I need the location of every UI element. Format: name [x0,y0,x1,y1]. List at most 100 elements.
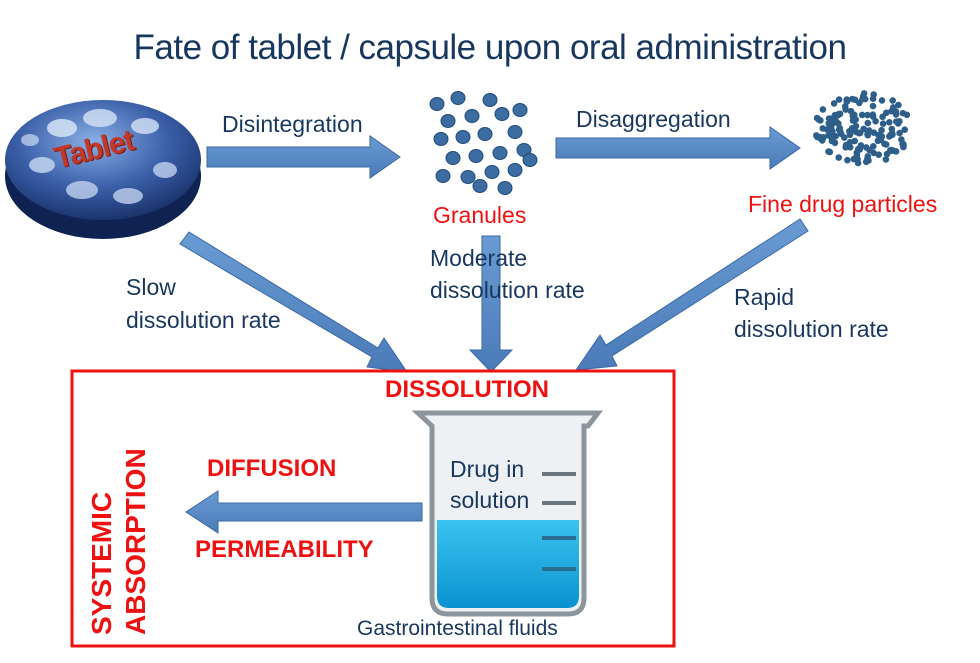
moderate-rate-label-line2: dissolution rate [430,277,585,303]
arrow-slow [179,231,409,373]
permeability-label: PERMEABILITY [195,536,374,563]
granule [472,179,488,193]
granule [450,91,466,105]
beaker-text-line2: solution [450,487,530,513]
fine-particle [872,117,879,125]
tablet-image [5,100,201,239]
fine-particles-label: Fine drug particles [748,191,938,217]
granules-image [429,91,538,195]
fine-particle [896,129,903,137]
systemic-absorption-line2: ABSORPTION [120,448,151,635]
fine-particle [854,159,862,167]
granule [445,151,461,165]
granule [482,93,498,107]
fine-particle [835,96,843,103]
fine-particle [864,111,871,119]
fine-particle [841,134,848,141]
slow-rate-label-line2: dissolution rate [126,307,281,333]
systemic-absorption-label: SYSTEMIC ABSORPTION [85,448,153,635]
beaker-image [411,410,604,617]
granule [433,132,449,146]
granule [507,163,523,177]
fine-particle [851,111,858,119]
moderate-rate-label-line1: Moderate [430,245,528,271]
diffusion-label: DIFFUSION [207,455,337,482]
fine-particle [881,140,888,148]
granule [484,165,500,179]
fine-particle [842,106,849,113]
arrow-diffusion [185,490,423,534]
fine-particle [855,145,862,153]
fine-particle [825,120,832,127]
fine-particle [869,95,877,102]
fine-particle [835,126,843,133]
fine-particle [896,118,903,125]
fine-particle [819,125,827,132]
fine-particle [874,137,882,145]
fine-particle [864,119,872,127]
beaker-text-line1: Drug in [450,456,525,482]
fine-particle [888,107,895,115]
fine-particle [843,96,851,103]
fine-particle [899,109,907,117]
disaggregation-label: Disaggregation [576,106,731,132]
fine-particle [851,137,858,145]
arrow-moderate [468,235,514,373]
fine-particle [826,148,834,156]
fine-particle [853,151,861,159]
fine-particle [825,132,832,139]
arrow-disintegration [206,135,401,179]
slow-rate-label-line1: Slow [126,274,176,300]
fine-particle [862,144,870,151]
fine-particle [832,132,839,140]
gastrointestinal-fluids-label: Gastrointestinal fluids [357,617,558,640]
fine-particle [853,128,860,136]
fine-particle [898,136,905,143]
fine-particle [819,106,827,113]
page-title: Fate of tablet / capsule upon oral admin… [133,28,847,67]
systemic-absorption-line1: SYSTEMIC [86,491,117,635]
granules-label: Granules [433,202,527,228]
fine-particle [858,111,866,119]
fine-particle [870,149,877,157]
fine-particle [860,90,868,97]
fine-particle [883,109,890,117]
fine-particle [889,97,896,104]
fine-particle [835,154,842,161]
fine-particle [845,142,853,150]
fine-particle [887,147,894,154]
granule [440,114,456,128]
fine-particle [869,111,877,118]
granule [507,125,523,139]
fine-particle [864,153,872,160]
fine-particle [886,119,893,126]
fine-particle [830,100,838,107]
fine-particle [836,110,844,118]
granule [522,153,538,167]
fine-particle [888,129,896,137]
fine-particle [870,143,877,150]
fine-particle [831,139,839,147]
granule [494,107,510,121]
granule [435,169,451,183]
fine-particle [869,102,877,110]
fine-particles-image [813,90,911,167]
fine-particle [846,128,854,136]
granule [492,146,508,160]
fine-particle [844,156,851,164]
fine-particle [895,101,902,109]
rapid-rate-label-line1: Rapid [734,284,795,310]
fine-particle [878,126,885,134]
fine-particle [875,151,882,158]
fine-particle [882,156,890,163]
granule [464,109,480,123]
dissolution-label: DISSOLUTION [385,376,550,403]
granule [512,103,528,117]
disintegration-label: Disintegration [222,111,363,137]
arrow-disaggregation [555,126,801,170]
fine-particle [875,131,882,139]
rapid-rate-label-line2: dissolution rate [734,316,889,342]
granule [477,127,493,141]
arrow-rapid [574,218,809,371]
